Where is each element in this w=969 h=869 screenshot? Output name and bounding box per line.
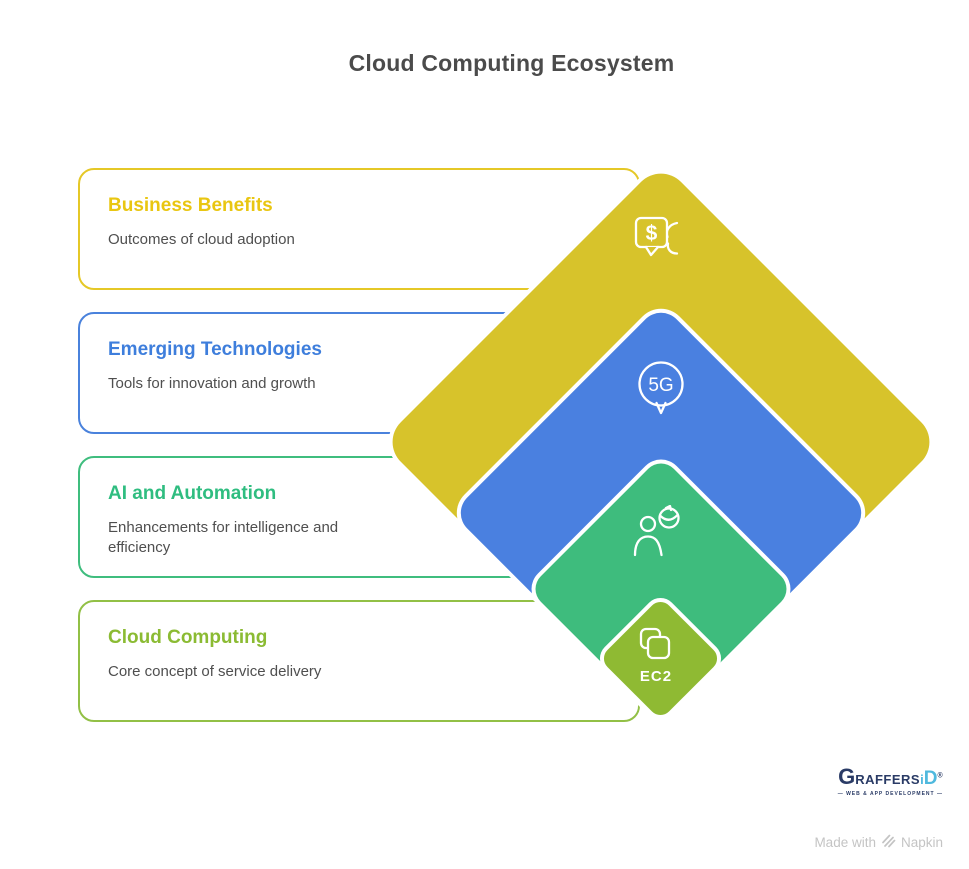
card-subtitle: Core concept of service delivery xyxy=(108,663,322,680)
credit-prefix: Made with xyxy=(814,834,876,850)
credit-brand: Napkin xyxy=(900,834,943,850)
logo-graffers: RAFFERS xyxy=(855,772,921,787)
logo-i: i xyxy=(920,772,924,787)
registered-mark: ® xyxy=(937,772,943,780)
card-cloud-computing: Cloud Computing Core concept of service … xyxy=(78,600,640,722)
card-business-benefits: Business Benefits Outcomes of cloud adop… xyxy=(78,168,640,290)
card-subtitle: Tools for innovation and growth xyxy=(108,375,316,392)
card-subtitle: Outcomes of cloud adoption xyxy=(108,231,295,248)
napkin-icon xyxy=(881,833,896,851)
graffersid-logo: GRAFFERSiD® — WEB & APP DEVELOPMENT — xyxy=(838,766,943,797)
logo-tagline: — WEB & APP DEVELOPMENT — xyxy=(837,791,943,797)
card-title: AI and Automation xyxy=(108,483,277,504)
page-title: Cloud Computing Ecosystem xyxy=(348,50,675,76)
napkin-credit: Made with Napkin xyxy=(814,833,943,851)
logo-letter-g: G xyxy=(838,764,856,789)
card-subtitle: Enhancements for intelligence and effici… xyxy=(108,519,339,556)
card-title: Emerging Technologies xyxy=(108,339,322,360)
card-title: Cloud Computing xyxy=(108,627,268,648)
logo-d: D xyxy=(923,768,938,789)
card-title: Business Benefits xyxy=(108,195,273,216)
